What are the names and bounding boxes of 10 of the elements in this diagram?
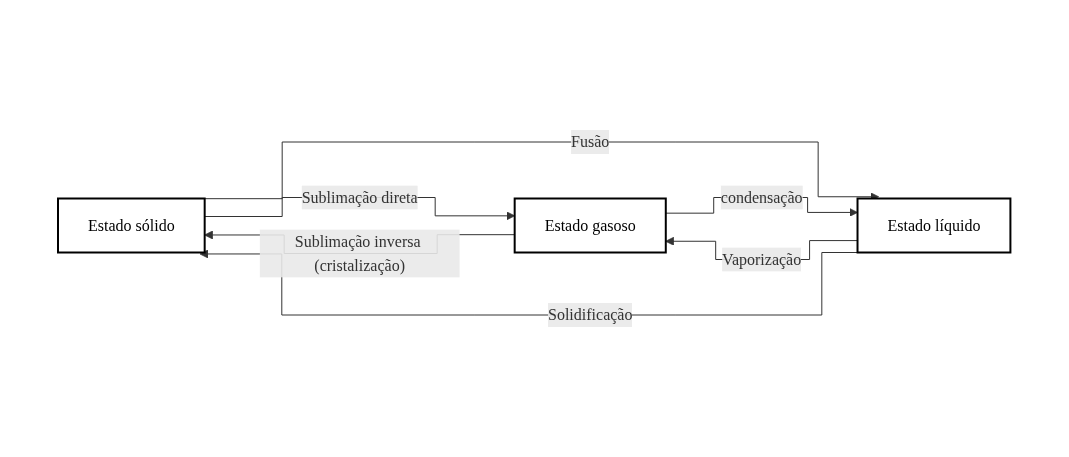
node-box: Estado gasoso [513, 197, 668, 254]
node-box: Estado líquido [856, 197, 1012, 254]
edge-label: Sublimação direta [301, 188, 418, 206]
edge-label: Vaporização [722, 250, 802, 268]
edge-label: Sublimação inversa (cristalização) [295, 232, 421, 274]
arrow [204, 141, 880, 202]
edge-label: condensação [721, 188, 803, 206]
node-box: Estado sólido [57, 197, 206, 254]
edge-label: Solidificação [548, 306, 633, 323]
edge-label: Fusão [571, 133, 610, 150]
